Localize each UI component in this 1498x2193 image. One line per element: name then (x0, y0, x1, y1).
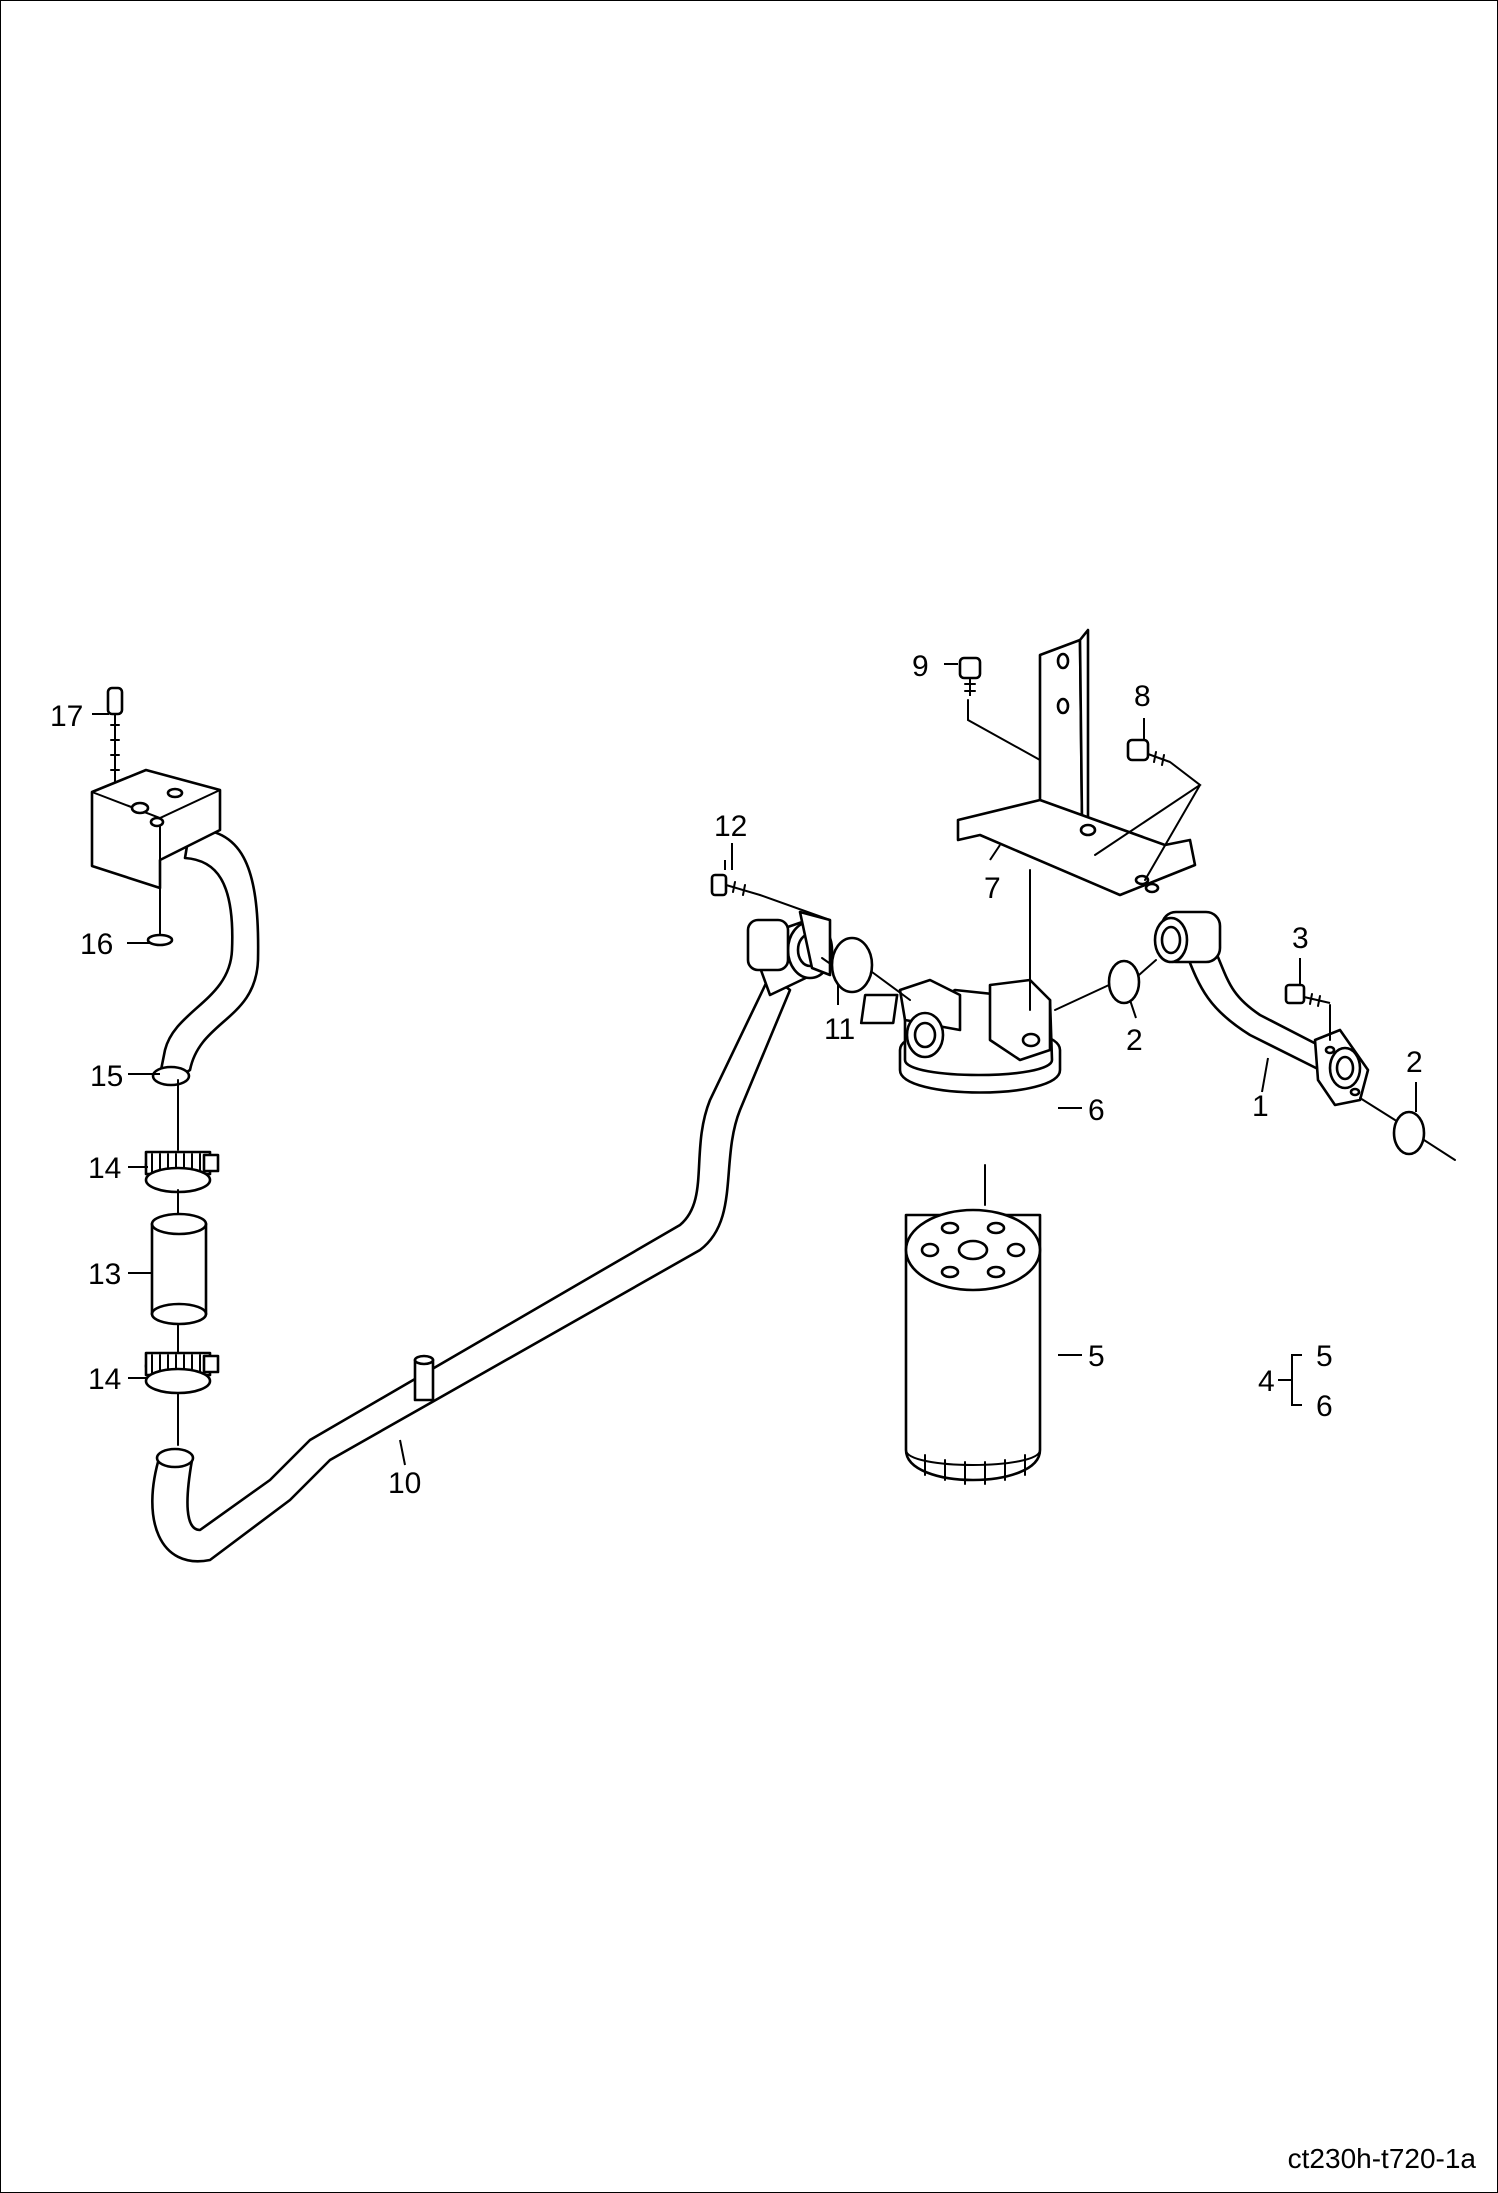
callout-14-upper: 14 (88, 1152, 121, 1185)
callout-4-sub-6: 6 (1316, 1390, 1333, 1423)
callout-12: 12 (714, 810, 747, 843)
part-8-bolt (1094, 738, 1202, 881)
drawing-id: ct230h-t720-1a (1287, 2143, 1476, 2174)
callout-3: 3 (1292, 922, 1309, 955)
centerlines (821, 957, 1157, 1011)
callout-16: 16 (80, 928, 113, 961)
part-14-clamp-upper (144, 1150, 220, 1194)
callout-15: 15 (90, 1060, 123, 1093)
callout-8: 8 (1134, 680, 1151, 713)
leader-lines (92, 663, 1417, 1466)
callout-7: 7 (984, 872, 1001, 905)
part-14-clamp-lower (144, 1351, 220, 1395)
callout-6: 6 (1088, 1094, 1105, 1127)
part-16-block (90, 768, 222, 947)
callout-17: 17 (50, 700, 83, 733)
callout-4-sub-5: 5 (1316, 1340, 1333, 1373)
part-7-bracket (956, 628, 1197, 1011)
part-3-bolt (1284, 983, 1331, 1041)
part-17-bolt (106, 686, 124, 795)
part-9-bolt (958, 656, 1041, 761)
part-1-pipe (1153, 910, 1370, 1107)
callout-1: 1 (1252, 1090, 1269, 1123)
callout-5: 5 (1088, 1340, 1105, 1373)
callout-4: 4 (1258, 1365, 1275, 1398)
part-6-filter-head (859, 978, 1062, 1094)
part-2-oring-right (1359, 1097, 1456, 1161)
part-13-hose-straight (150, 1212, 208, 1326)
callout-11: 11 (824, 1013, 855, 1046)
callout-13: 13 (88, 1258, 121, 1291)
part-15-hose-bend (151, 826, 260, 1087)
part-11-oring (830, 936, 874, 994)
part-12-bolt (710, 860, 831, 921)
callout-2-left: 2 (1126, 1024, 1143, 1057)
callout-2-right: 2 (1406, 1046, 1423, 1079)
callout-14-lower: 14 (88, 1363, 121, 1396)
part-2-oring-left (1107, 959, 1141, 1005)
callout-9: 9 (912, 650, 929, 683)
part-10-pipe (151, 910, 834, 1563)
callout-10: 10 (388, 1467, 421, 1500)
part-5-filter (904, 1164, 1042, 1485)
